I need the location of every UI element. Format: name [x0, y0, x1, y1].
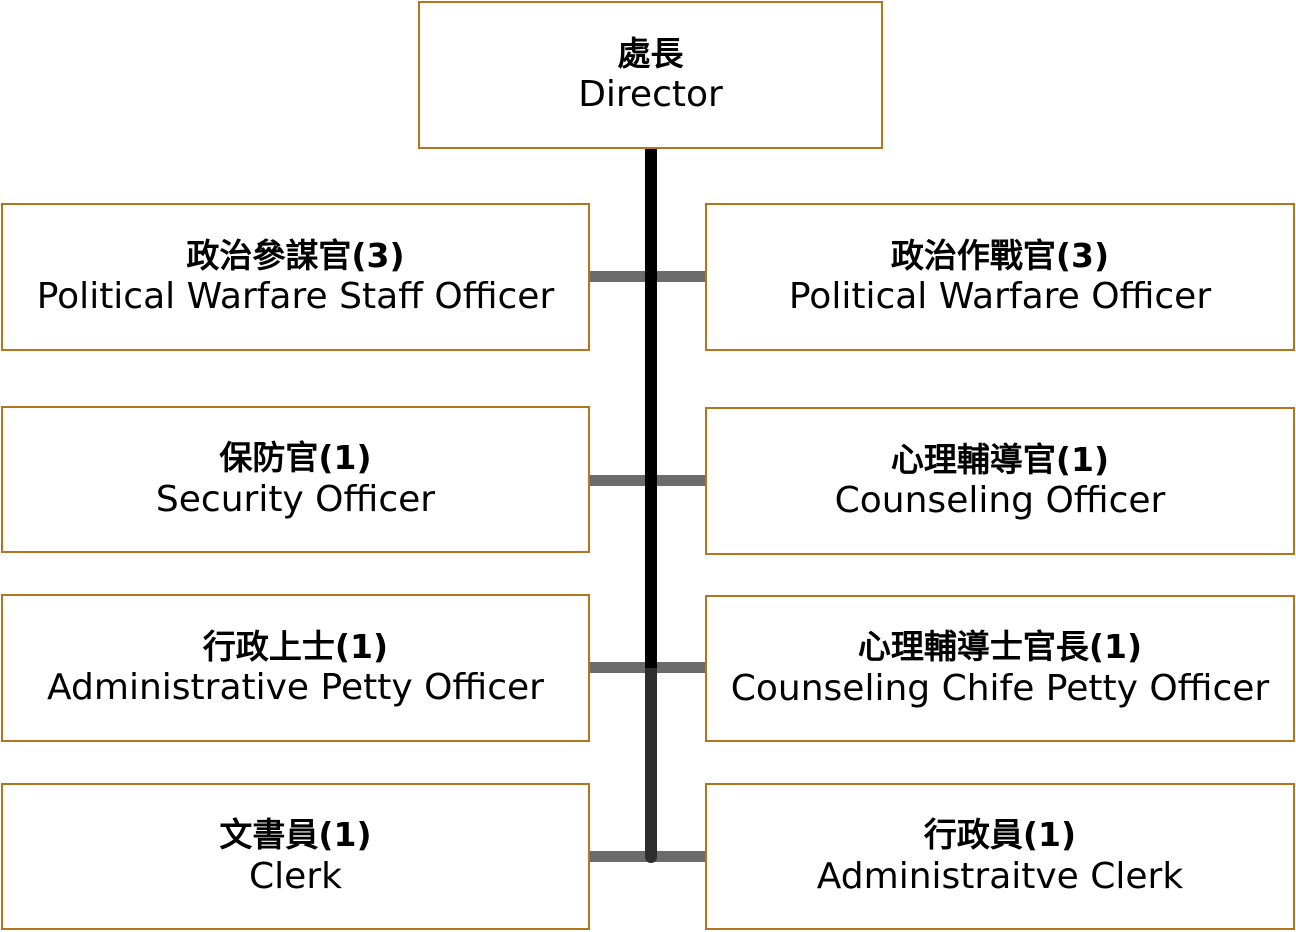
- node-title-en: Director: [578, 74, 723, 116]
- node-title-zh: 政治作戰官(3): [890, 235, 1110, 275]
- node-title-en: Security Officer: [155, 478, 436, 520]
- node-title-zh: 心理輔導士官長(1): [857, 627, 1143, 667]
- node-title-en: Administrative Petty Officer: [47, 667, 544, 709]
- org-node-clerk: 文書員(1) Clerk: [1, 783, 590, 930]
- node-title-en: Political Warfare Officer: [788, 276, 1212, 318]
- node-title-zh: 政治參謀官(3): [186, 235, 405, 275]
- node-title-zh: 處長: [617, 33, 684, 73]
- node-title-en: Clerk: [249, 855, 342, 897]
- org-node-director: 處長 Director: [418, 1, 883, 149]
- node-title-en: Administraitve Clerk: [816, 855, 1184, 897]
- org-node-administrative-clerk: 行政員(1) Administraitve Clerk: [705, 783, 1295, 930]
- node-title-en: Political Warfare Staff Officer: [36, 276, 555, 318]
- node-title-zh: 保防官(1): [219, 438, 372, 478]
- trunk-line: [645, 149, 657, 673]
- node-title-en: Counseling Chife Petty Officer: [730, 667, 1270, 709]
- org-node-counseling-officer: 心理輔導官(1) Counseling Officer: [705, 407, 1295, 555]
- node-title-zh: 心理輔導官(1): [890, 439, 1110, 479]
- node-title-zh: 行政上士(1): [202, 626, 389, 666]
- org-node-political-warfare-staff-officer: 政治參謀官(3) Political Warfare Staff Officer: [1, 203, 590, 351]
- org-node-counseling-chief-petty-officer: 心理輔導士官長(1) Counseling Chife Petty Office…: [705, 595, 1295, 742]
- node-title-zh: 文書員(1): [219, 815, 372, 855]
- org-node-political-warfare-officer: 政治作戰官(3) Political Warfare Officer: [705, 203, 1295, 351]
- org-node-administrative-petty-officer: 行政上士(1) Administrative Petty Officer: [1, 594, 590, 742]
- org-node-security-officer: 保防官(1) Security Officer: [1, 406, 590, 553]
- node-title-zh: 行政員(1): [923, 815, 1077, 855]
- node-title-en: Counseling Officer: [834, 480, 1166, 522]
- trunk-line-lower: [645, 668, 657, 863]
